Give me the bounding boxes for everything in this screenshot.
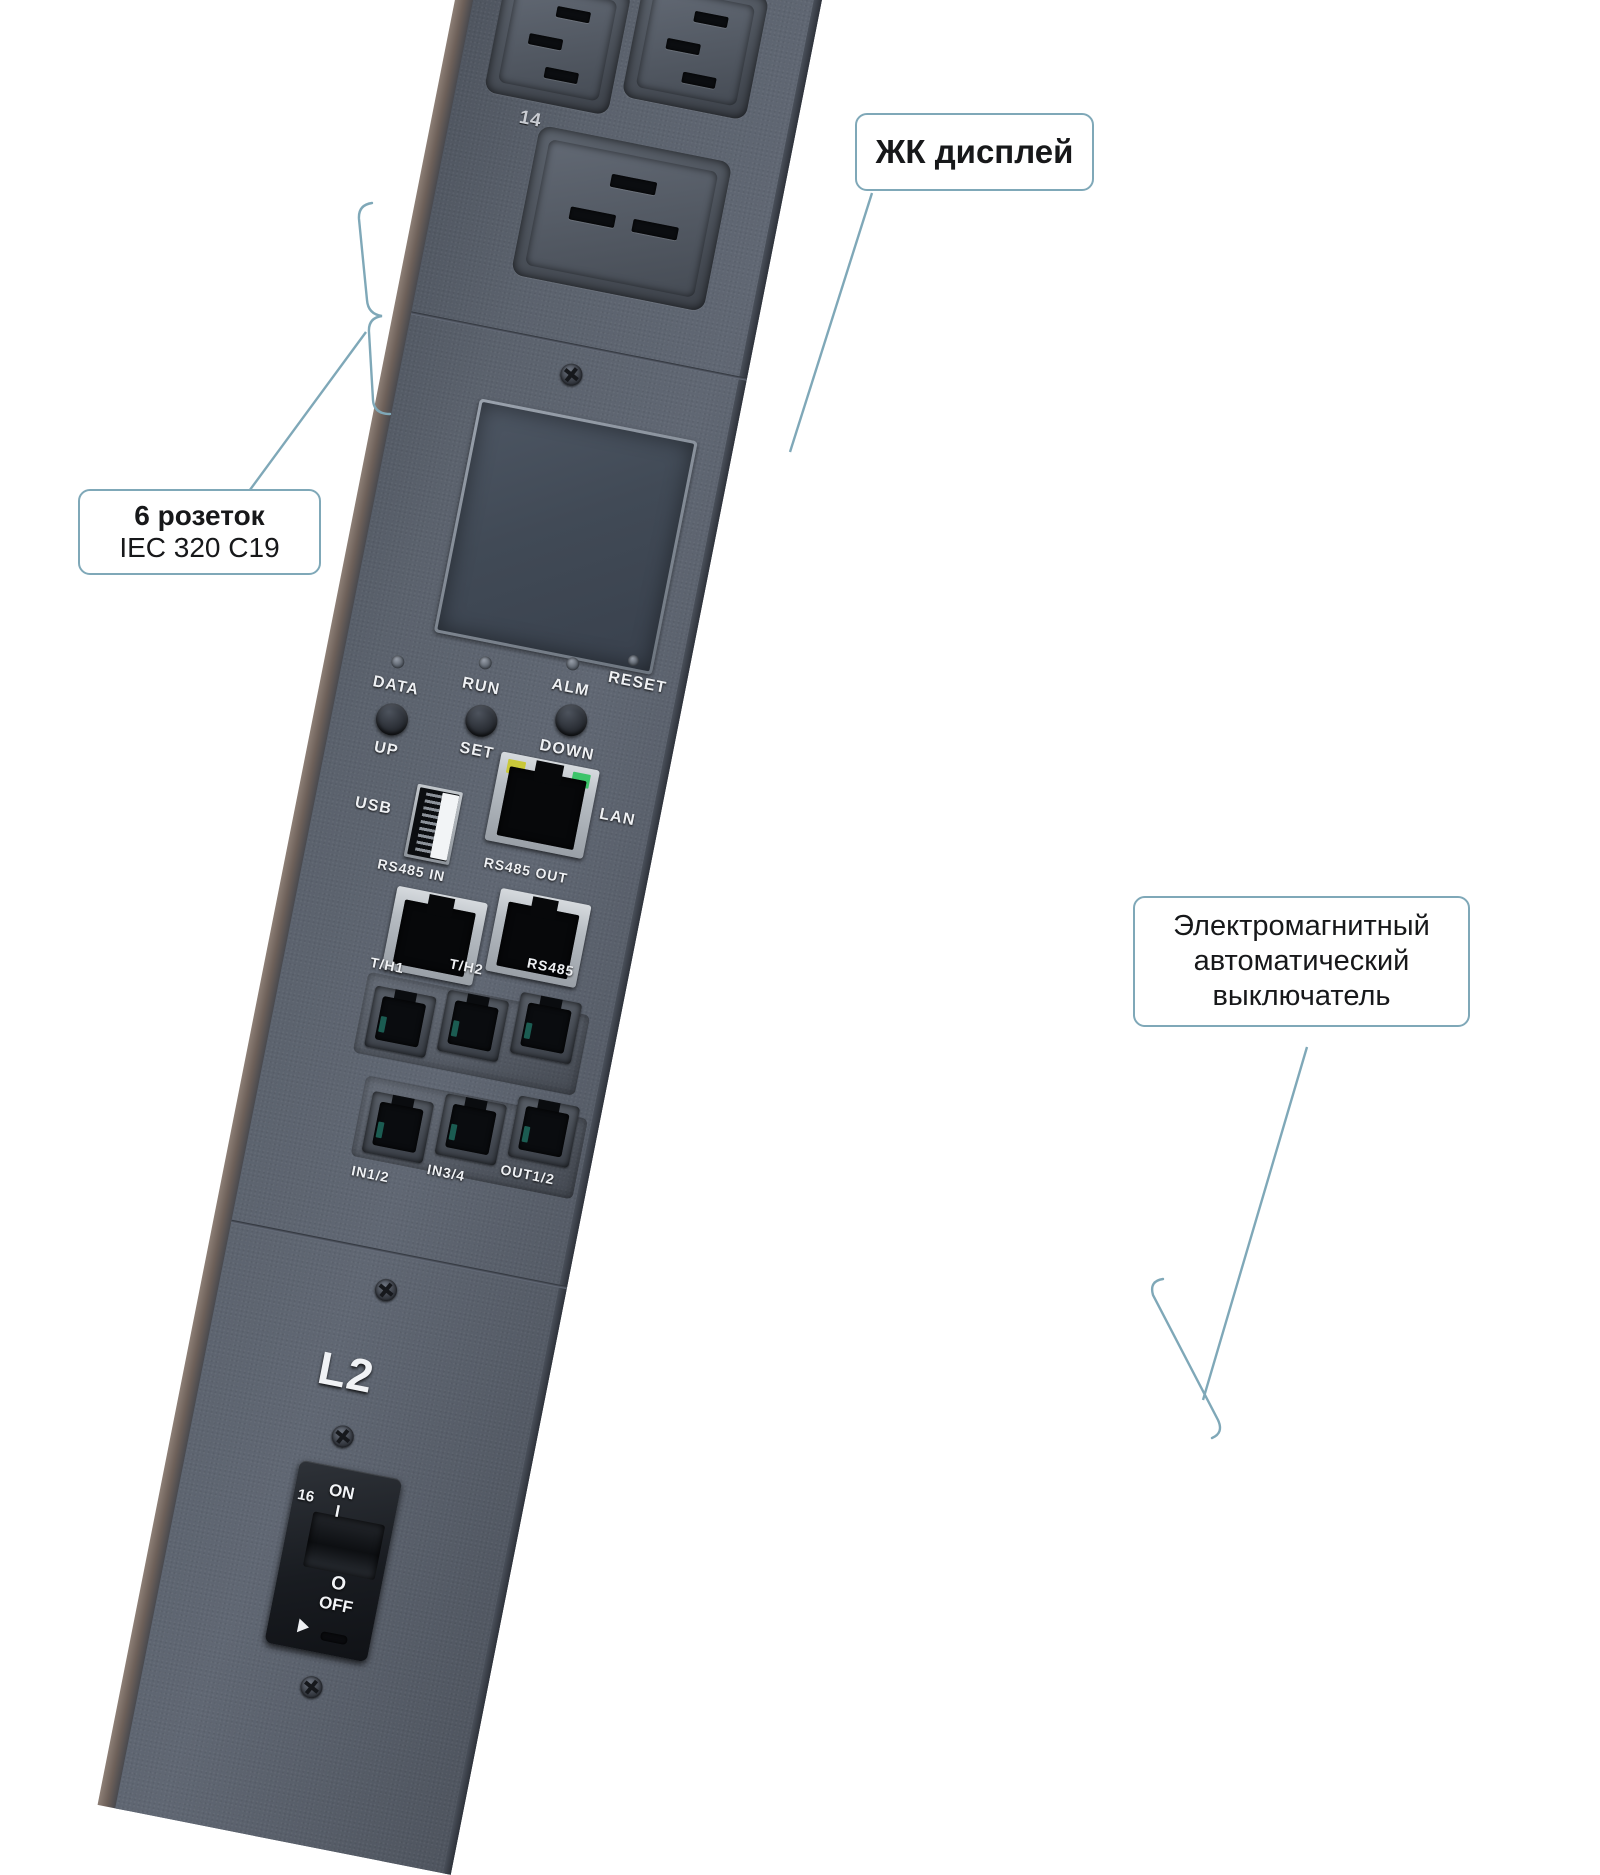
breaker-reset-slot <box>319 1630 349 1646</box>
sensor-port-in34[interactable] <box>434 1093 508 1166</box>
sensor-port-in12[interactable] <box>361 1090 435 1164</box>
sensor-port-rs485[interactable] <box>509 991 583 1065</box>
screenshot-canvas: 12 13 14 <box>0 0 1600 1600</box>
pdu-device: 12 13 14 <box>0 0 1600 1600</box>
lcd-screen-surface <box>437 401 695 672</box>
outlet-number-14: 14 <box>517 106 544 132</box>
callout-lcd-line-1: ЖК дисплей <box>875 132 1074 170</box>
sensor-port-out12[interactable] <box>507 1095 581 1169</box>
callout-breaker-line-3: выключатель <box>1212 979 1391 1012</box>
pdu-body: 12 13 14 <box>97 0 863 1875</box>
rs485-out-port[interactable] <box>485 887 592 989</box>
callout-lcd: ЖК дисплей <box>855 113 1094 191</box>
breaker-phase-label: L2 <box>313 1340 379 1403</box>
callout-breaker-line-1: Электромагнитный <box>1173 910 1430 943</box>
callout-breaker-line-2: автоматический <box>1193 945 1410 978</box>
callout-outlets-line-2: IEC 320 C19 <box>119 532 280 564</box>
breaker-rating: 16 <box>296 1485 316 1506</box>
callout-breaker: Электромагнитный автоматический выключат… <box>1133 896 1470 1027</box>
lcd-display[interactable] <box>433 398 698 675</box>
sensor-port-th2[interactable] <box>436 989 510 1063</box>
callout-outlets: 6 розеток IEC 320 C19 <box>78 489 321 575</box>
breaker-rocker[interactable] <box>302 1511 385 1581</box>
callout-outlets-line-1: 6 розеток <box>134 499 265 531</box>
lan-port[interactable] <box>484 751 600 860</box>
pdu-front-face <box>115 0 863 1875</box>
sensor-port-th1[interactable] <box>363 985 437 1059</box>
